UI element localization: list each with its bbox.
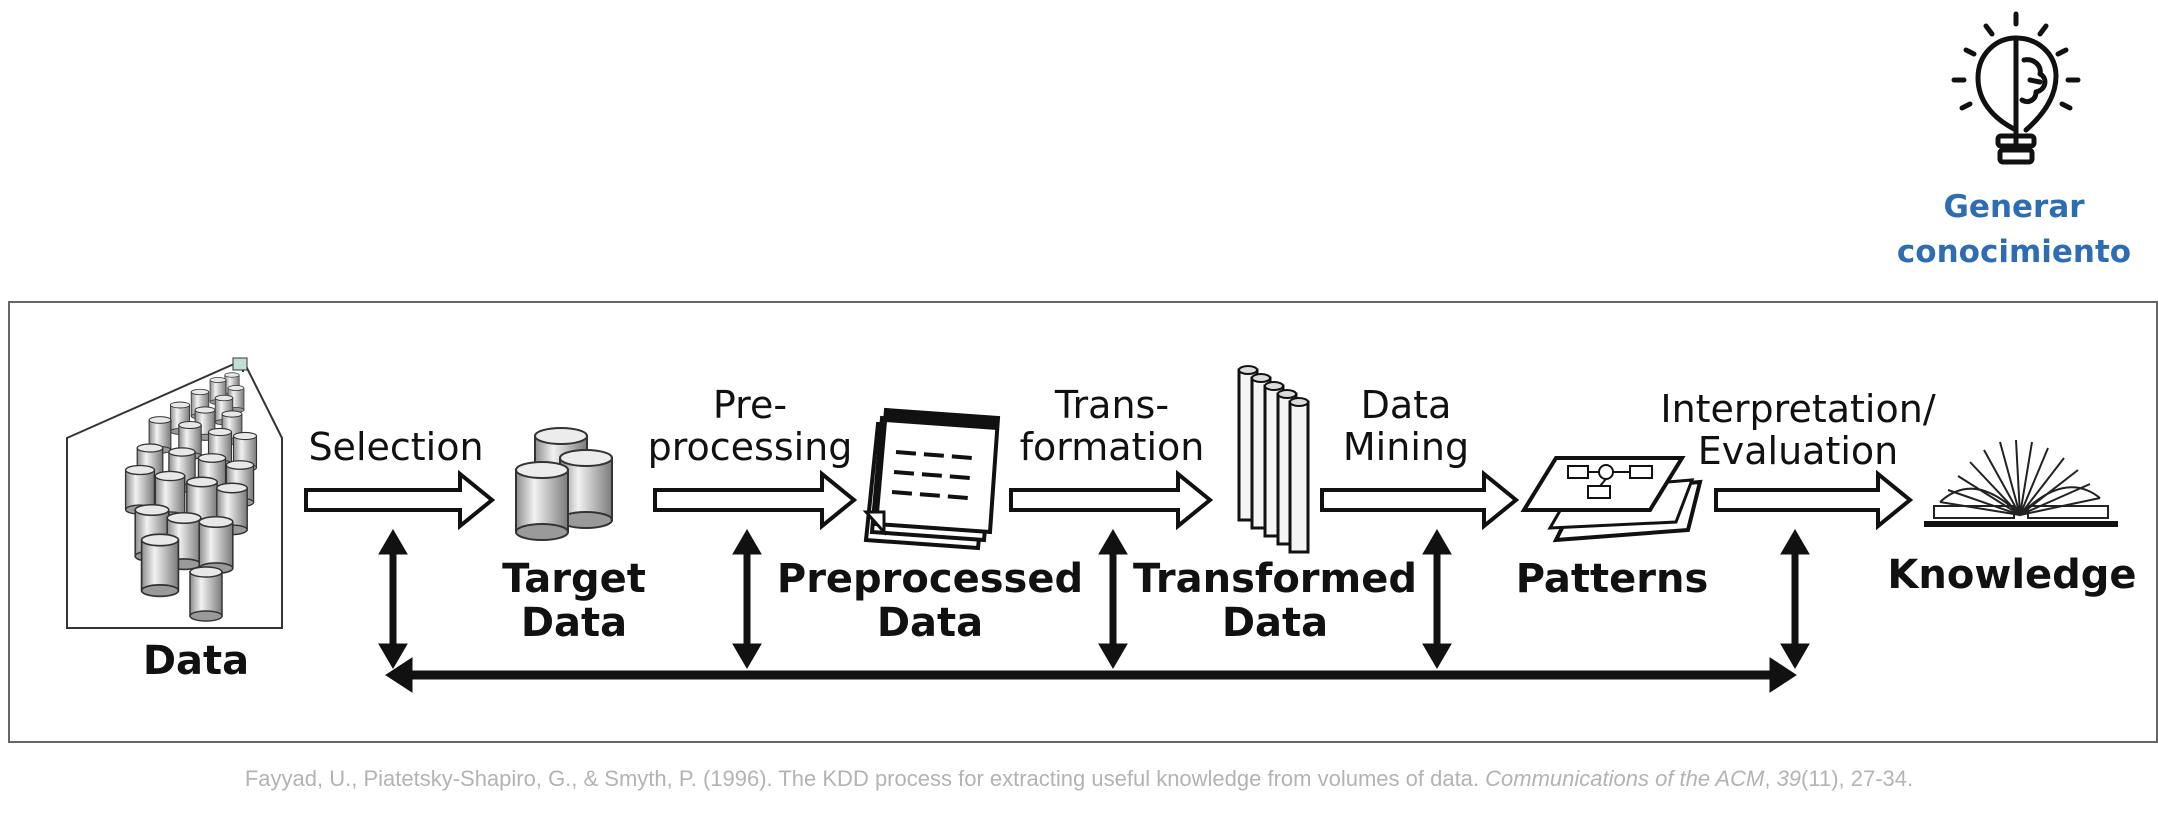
stage-label-target-1: Target — [502, 556, 646, 602]
step-label-selection: Selection — [308, 425, 483, 469]
citation-sep: , — [1764, 766, 1777, 791]
diagram-frame — [8, 301, 2158, 743]
step-label-transformation-2: formation — [1020, 425, 1205, 469]
arrow-data-mining — [1320, 469, 1520, 531]
step-label-interpretation-2: Evaluation — [1698, 429, 1899, 473]
lightbulb-brain-icon — [1951, 11, 2081, 165]
stage-label-preprocessed-2: Data — [877, 600, 983, 646]
stage-label-transformed-1: Transformed — [1133, 556, 1417, 602]
citation-issue-pages: (11), 27-34. — [1801, 766, 1914, 791]
step-label-mining-1: Data — [1361, 383, 1452, 427]
feedback-loop-arrows — [378, 529, 1810, 693]
stage-label-data: Data — [143, 638, 249, 684]
citation-journal: Communications of the ACM — [1485, 766, 1765, 791]
data-warehouse-icon — [66, 357, 283, 629]
badge-label-line1: Generar — [1943, 189, 2085, 225]
step-label-mining-2: Mining — [1343, 425, 1469, 469]
step-label-preprocessing-2: processing — [648, 425, 853, 469]
document-stack-icon — [862, 407, 1001, 551]
arrow-preprocessing — [653, 469, 858, 531]
stage-label-preprocessed-1: Preprocessed — [777, 556, 1083, 602]
stage-label-target-2: Data — [521, 600, 627, 646]
arrow-selection — [304, 469, 496, 531]
stage-label-knowledge: Knowledge — [1887, 552, 2136, 598]
citation-volume: 39 — [1776, 766, 1802, 791]
step-label-transformation-1: Trans- — [1054, 383, 1169, 427]
citation-authors: Fayyad, U., Piatetsky-Shapiro, G., & Smy… — [244, 766, 1486, 791]
arrow-interpretation — [1714, 469, 1914, 531]
arrow-transformation — [1009, 469, 1214, 531]
transformed-columns-icon — [1237, 365, 1310, 554]
open-book-icon — [1924, 439, 2118, 527]
badge-label-line2: conocimiento — [1897, 234, 2131, 270]
step-label-preprocessing-1: Pre- — [713, 383, 787, 427]
patterns-diagram-icon — [1520, 456, 1703, 543]
stage-label-transformed-2: Data — [1222, 600, 1328, 646]
kdd-process-diagram: Data Selection Target Data Pre- processi… — [8, 11, 2158, 743]
stage-label-patterns: Patterns — [1516, 556, 1709, 602]
step-label-interpretation-1: Interpretation/ — [1660, 387, 1935, 431]
citation: Fayyad, U., Piatetsky-Shapiro, G., & Smy… — [0, 766, 2158, 792]
